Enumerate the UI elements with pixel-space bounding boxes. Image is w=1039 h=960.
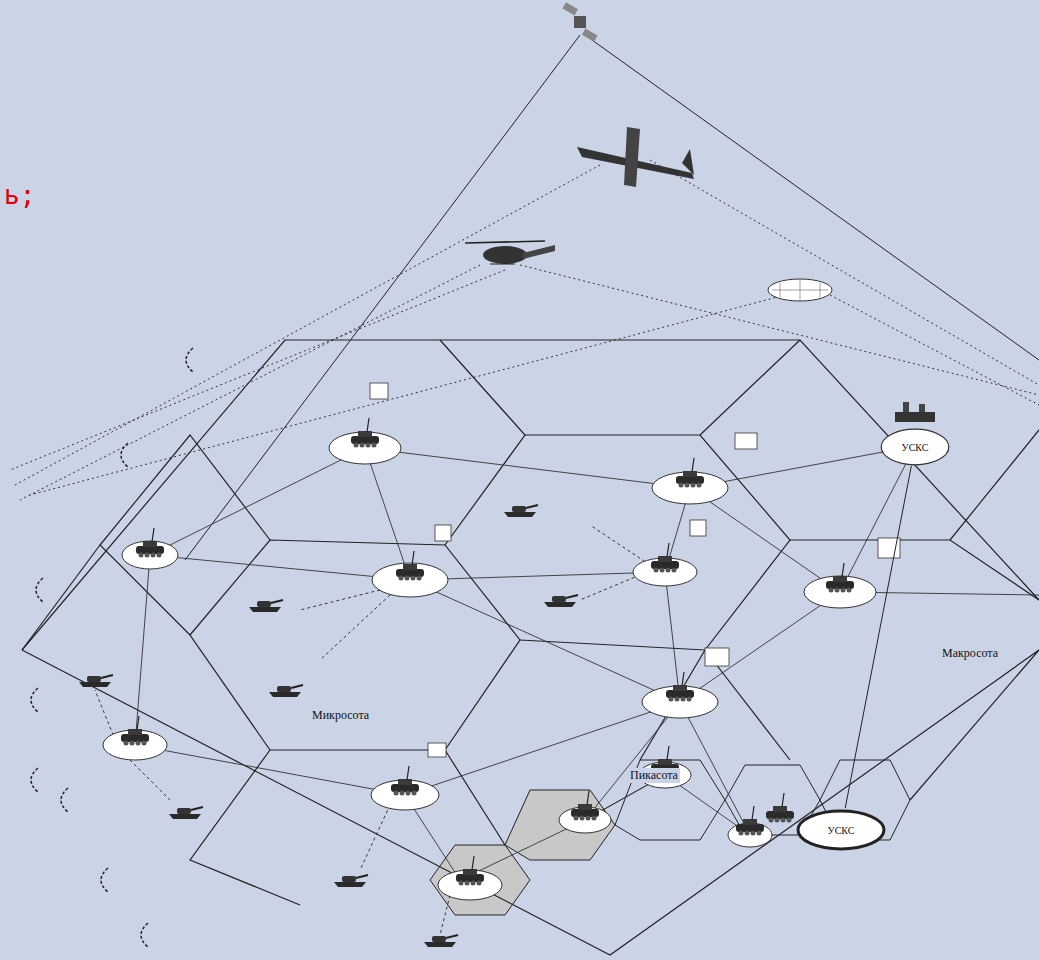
fragment-text: ь; [4, 180, 35, 210]
cell-label: Пикасота [628, 768, 680, 783]
node-text: УСКС [828, 825, 855, 836]
link-line [845, 466, 911, 808]
node-text: УСКС [902, 442, 929, 453]
control-center-ellipse: УСКС [795, 808, 887, 852]
cell-label: Макросота [940, 646, 1000, 661]
control-center-ellipse: УСКС [880, 428, 950, 466]
cell-label: Микросота [310, 708, 371, 723]
